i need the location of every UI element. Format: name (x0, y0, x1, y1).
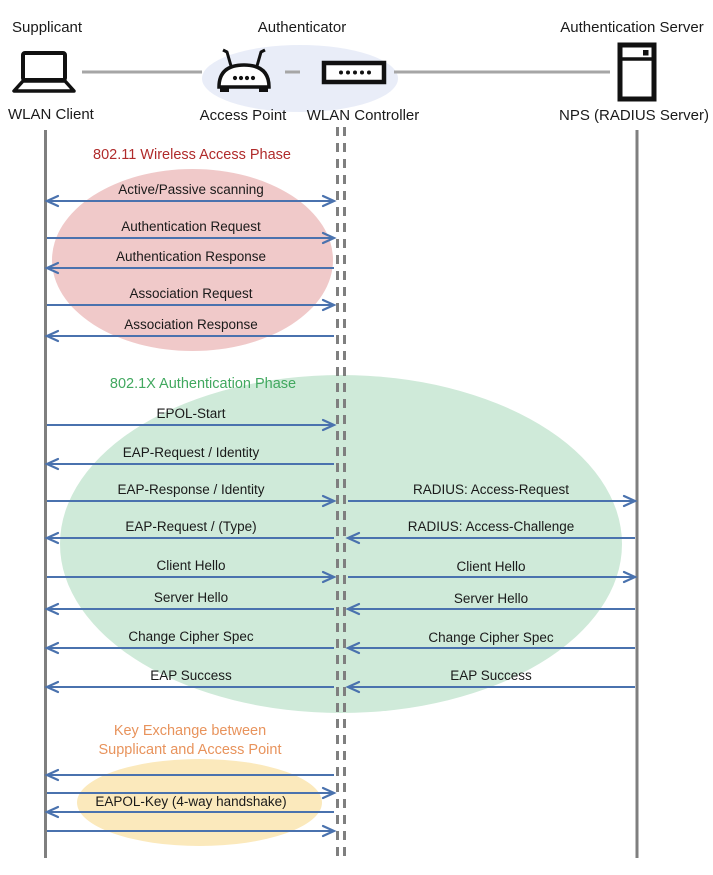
message-label: Authentication Request (121, 219, 261, 234)
phase1-ellipse (52, 169, 333, 351)
message-label: Association Request (129, 286, 253, 301)
auth-server-role-label: Authentication Server (560, 19, 704, 36)
message-label: Client Hello (156, 558, 226, 573)
arrowhead (321, 824, 337, 838)
message-label: EAP Success (450, 668, 532, 683)
message-label: Association Response (124, 317, 258, 332)
message-label: Server Hello (153, 590, 229, 605)
phase3-title: Key Exchange between Supplicant and Acce… (98, 723, 282, 758)
server-icon (616, 42, 658, 107)
message-label: EPOL-Start (156, 406, 226, 421)
message-label: EAP-Response / Identity (117, 482, 265, 497)
message-label: Server Hello (453, 591, 529, 606)
phase2-title: 802.1X Authentication Phase (109, 376, 297, 392)
access-point-icon (213, 48, 275, 101)
message-label: EAPOL-Key (4-way handshake) (95, 794, 287, 809)
arrowhead (44, 768, 60, 782)
message-label: RADIUS: Access-Challenge (407, 519, 575, 534)
message-label: EAP-Request / (Type) (125, 519, 257, 534)
message-label: EAP Success (150, 668, 232, 683)
message-label: EAP-Request / Identity (122, 445, 260, 460)
message-label: Client Hello (456, 559, 526, 574)
message-label: Change Cipher Spec (128, 629, 254, 644)
phase2-ellipse (60, 375, 622, 713)
message-label: Active/Passive scanning (118, 182, 264, 197)
access-point-caption: Access Point (199, 107, 287, 124)
message-label: Change Cipher Spec (428, 630, 554, 645)
supplicant-role-label: Supplicant (12, 19, 83, 36)
wlan-controller-icon (321, 60, 387, 90)
message-label: Authentication Response (115, 249, 267, 264)
laptop-icon (12, 50, 76, 99)
message-label: RADIUS: Access-Request (412, 482, 570, 497)
phase1-title: 802.11 Wireless Access Phase (93, 147, 291, 163)
authenticator-role-label: Authenticator (257, 19, 347, 36)
wlan-client-caption: WLAN Client (8, 106, 94, 123)
nps-radius-caption: NPS (RADIUS Server) (558, 107, 710, 124)
wlan-controller-caption: WLAN Controller (306, 107, 420, 124)
